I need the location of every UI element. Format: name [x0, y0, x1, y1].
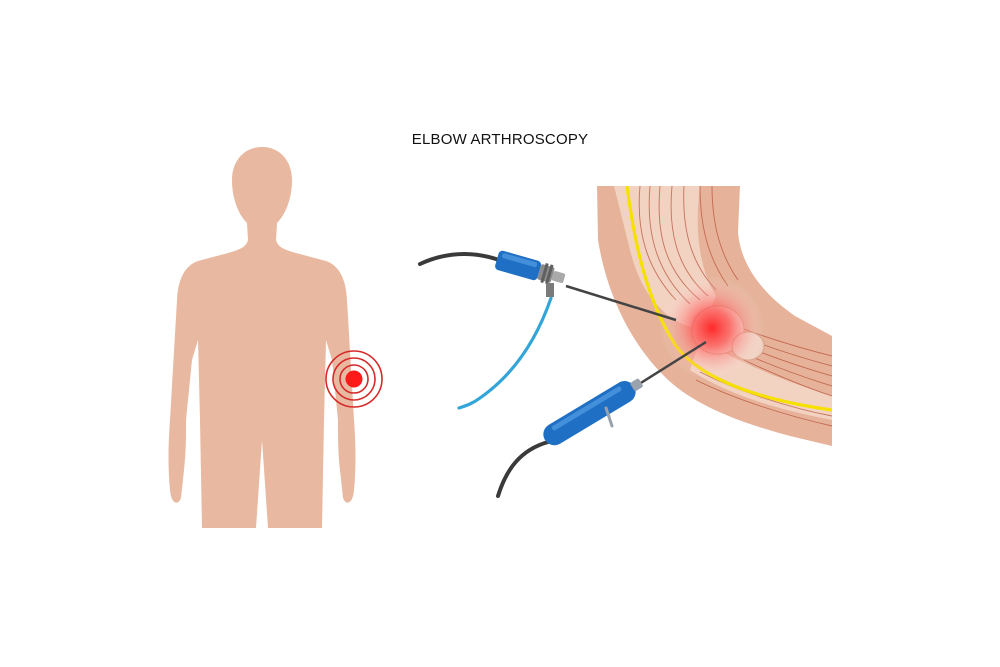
- shaver-instrument-icon: [496, 340, 707, 498]
- arthroscope-camera-icon: [418, 250, 677, 410]
- diagram-title: ELBOW ARTHROSCOPY: [411, 131, 589, 148]
- pain-target-icon: [325, 350, 383, 408]
- elbow-cross-section-icon: [597, 186, 832, 446]
- human-silhouette-icon: [168, 147, 356, 528]
- pain-glow: [660, 276, 764, 380]
